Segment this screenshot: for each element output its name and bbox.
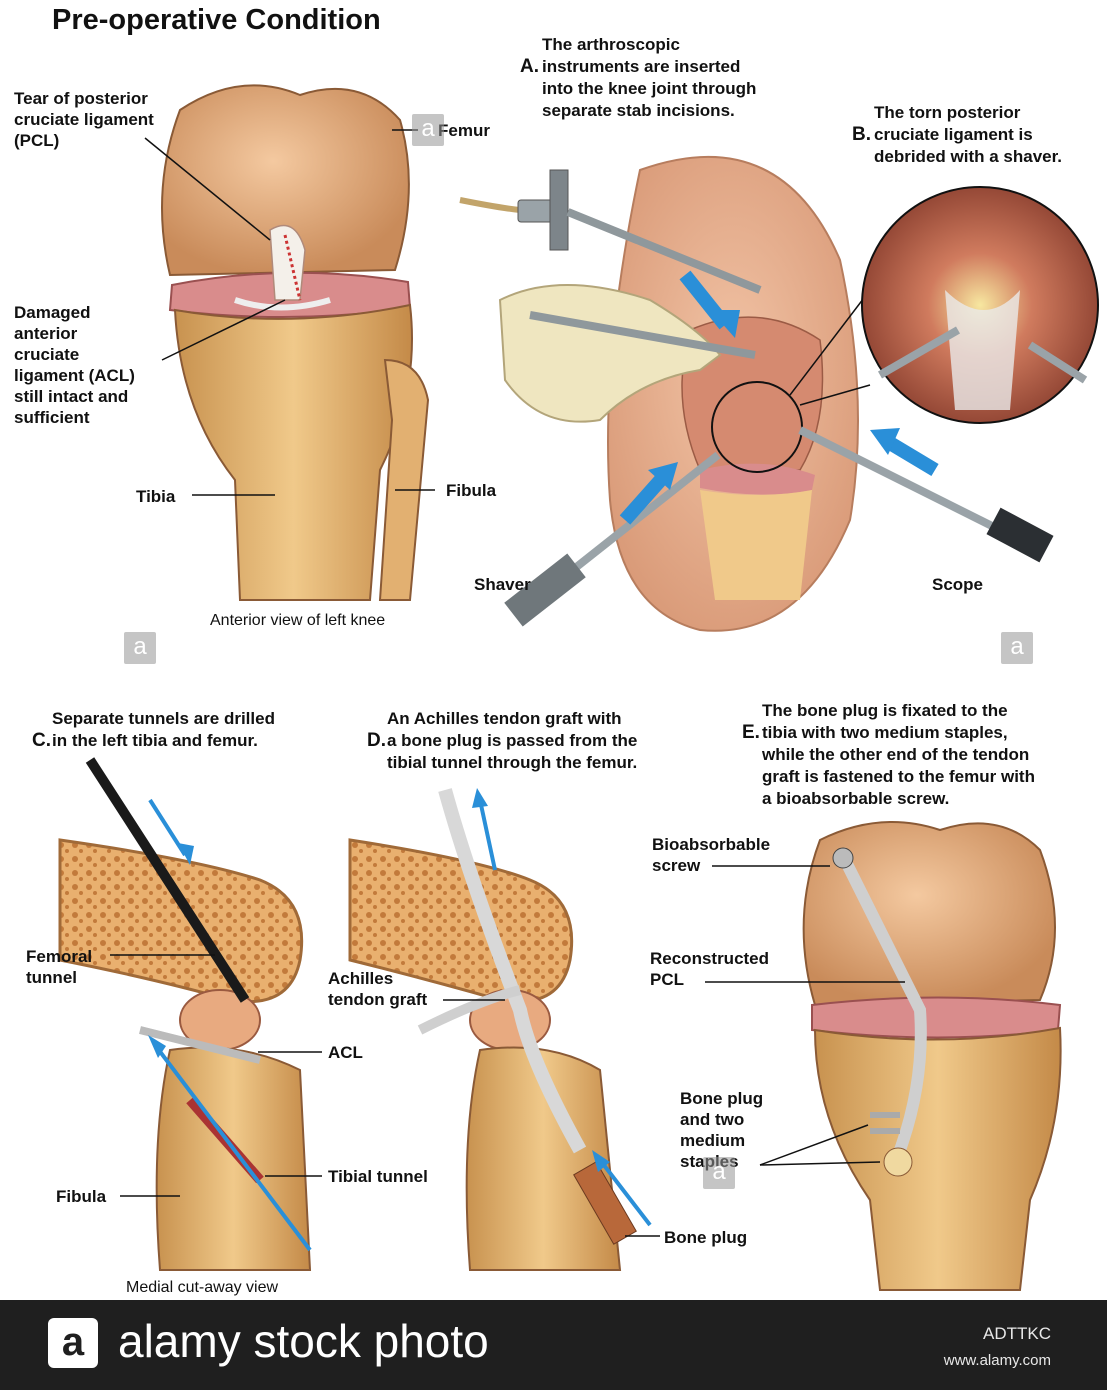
scope-label: Scope [932, 575, 984, 594]
tibial-tunnel-label: Tibial tunnel [328, 1167, 428, 1186]
watermark-logo: a [412, 114, 444, 146]
anterior-view-caption: Anterior view of left knee [210, 612, 386, 629]
shaver-label: Shaver [474, 575, 531, 594]
step-a-text: The arthroscopic instruments are inserte… [542, 35, 757, 120]
step-e-letter: E. [742, 722, 760, 743]
reconstructed-pcl-label: Reconstructed PCL [650, 949, 770, 989]
step-e: E. The bone plug is fixated to the tibia… [742, 700, 1035, 808]
bone-plug-label: Bone plug [664, 1228, 748, 1247]
achilles-graft-label: Achilles tendon graft [328, 969, 428, 1009]
watermark-logo: a [124, 632, 156, 664]
cutaway-view-caption: Medial cut-away view [126, 1279, 279, 1296]
step-c-letter: C. [32, 730, 51, 751]
pcl-tear-label: Tear of posterior cruciate ligament (PCL… [14, 89, 154, 150]
page-title: Pre-operative Condition [52, 4, 381, 36]
acl-label: ACL [328, 1043, 363, 1062]
watermark-logo: a [703, 1157, 735, 1189]
step-c-text: Separate tunnels are drilled in the left… [52, 709, 275, 750]
step-b-letter: B. [852, 124, 871, 145]
site-url[interactable]: www.alamy.com [943, 1352, 1051, 1369]
step-d: D. An Achilles tendon graft with a bone … [367, 708, 637, 774]
watermark-logo: a [1001, 632, 1033, 664]
acl-damaged-label: Damaged anterior cruciate ligament (ACL)… [14, 303, 135, 427]
tunnel-drilling-illustration [58, 757, 322, 1271]
alamy-logo-glyph: a [61, 1320, 85, 1364]
graft-passage-illustration [348, 788, 660, 1271]
anterior-knee-illustration [144, 84, 435, 601]
tibia-label: Tibia [136, 487, 176, 506]
step-c: C. Separate tunnels are drilled in the l… [32, 708, 275, 774]
fibula-cutaway-label: Fibula [56, 1187, 107, 1206]
femoral-tunnel-label: Femoral tunnel [26, 947, 93, 987]
stock-footer-bar: a alamy stock photo ADTTKC www.alamy.com [0, 1300, 1107, 1390]
reconstruction-illustration [705, 821, 1062, 1291]
step-e-text: The bone plug is fixated to the tibia wi… [762, 701, 1035, 808]
step-b: B. The torn posterior cruciate ligament … [852, 102, 1062, 168]
step-a: A. The arthroscopic instruments are inse… [520, 34, 756, 120]
femur-label: Femur [438, 121, 490, 140]
step-a-letter: A. [520, 56, 539, 77]
step-d-text: An Achilles tendon graft with a bone plu… [387, 709, 638, 772]
image-code: ADTTKC [983, 1324, 1051, 1343]
fibula-label: Fibula [446, 481, 497, 500]
illustration-artwork [58, 84, 1099, 1291]
alamy-logo-icon: a [48, 1318, 98, 1368]
arthroscopy-illustration [459, 155, 1099, 632]
brand-text: alamy stock photo [118, 1315, 489, 1367]
bioabsorbable-screw-label: Bioabsorbable screw [652, 835, 771, 875]
step-b-text: The torn posterior cruciate ligament is … [874, 103, 1063, 166]
step-d-letter: D. [367, 730, 386, 751]
